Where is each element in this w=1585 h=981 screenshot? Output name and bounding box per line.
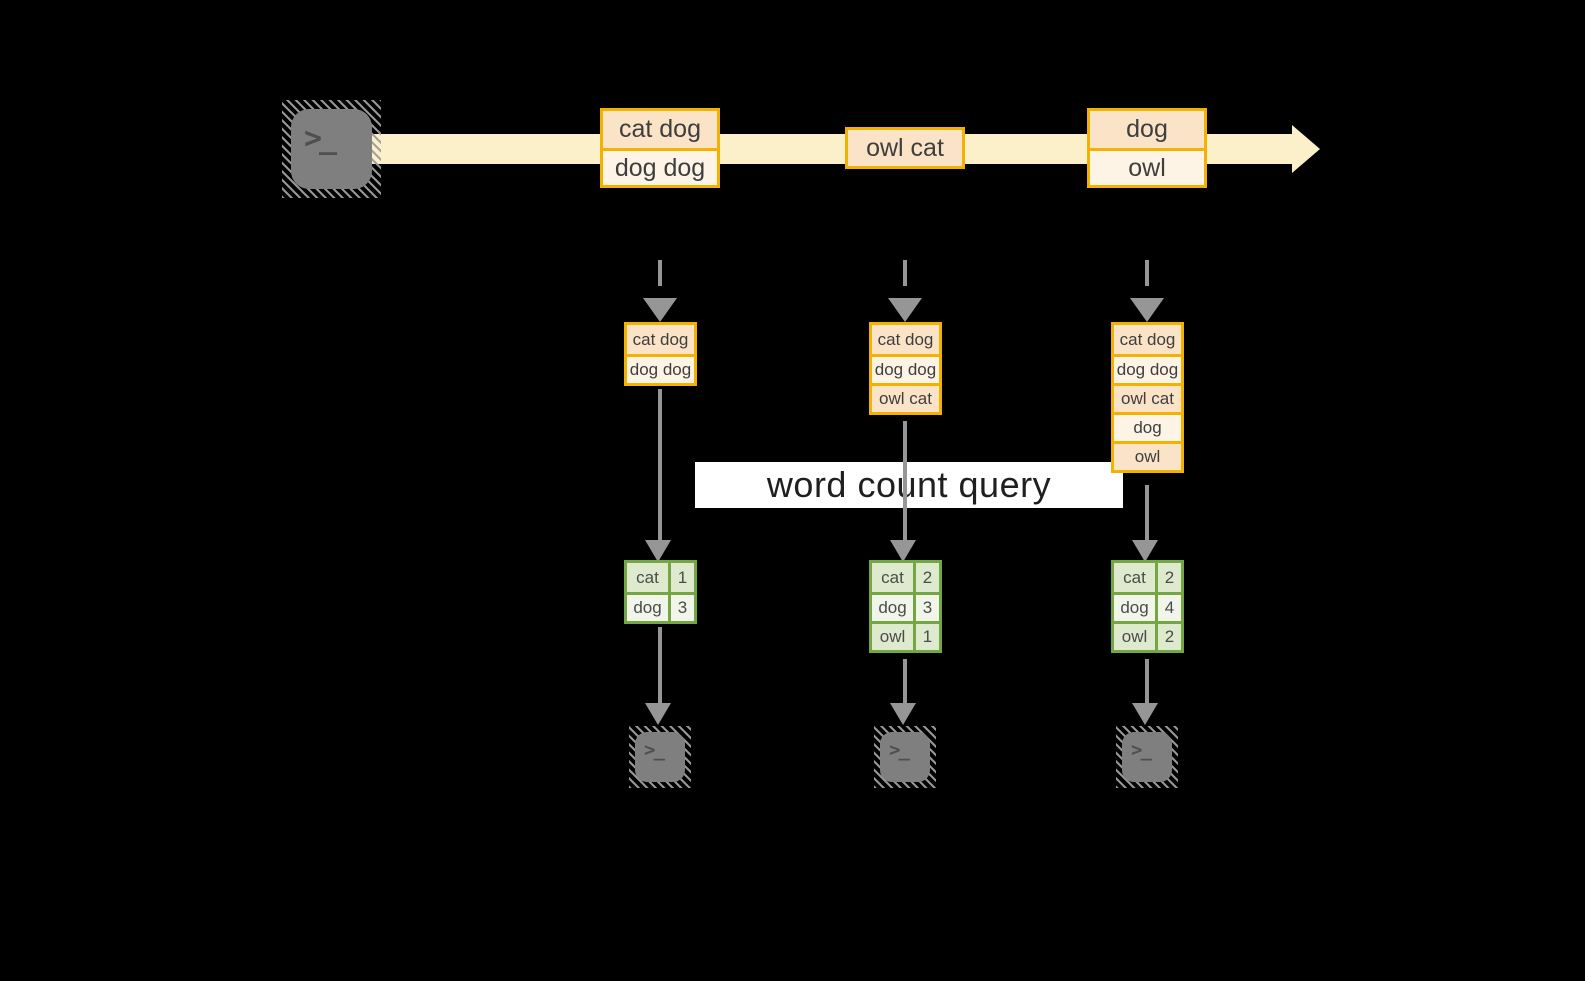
count-row: dog 3: [872, 592, 939, 621]
buffer-stack: cat dog dog dog owl cat dog owl: [1111, 322, 1184, 473]
count-value-cell: 2: [1158, 624, 1181, 650]
ingest-arrow-head: [643, 298, 677, 322]
count-word-cell: owl: [872, 624, 916, 650]
stream-batch: owl cat: [845, 127, 965, 169]
count-value-cell: 3: [671, 595, 694, 621]
count-row: cat 2: [1114, 563, 1181, 592]
batch-cell: cat dog: [603, 111, 717, 148]
count-row: owl 1: [872, 621, 939, 650]
ingest-arrow-line: [903, 260, 907, 298]
buffer-cell: cat dog: [872, 325, 939, 354]
query-label: word count query: [766, 464, 1052, 505]
count-value-cell: 2: [1158, 563, 1181, 592]
terminal-body: >_: [1122, 732, 1172, 782]
output-terminal-icon: >_: [629, 726, 691, 788]
count-row: dog 4: [1114, 592, 1181, 621]
output-terminal-icon: >_: [874, 726, 936, 788]
flow-arrow-head: [890, 540, 916, 562]
output-arrow-head: [645, 703, 671, 725]
count-value-cell: 1: [916, 624, 939, 650]
count-word-cell: owl: [1114, 624, 1158, 650]
ingest-arrow-head: [1130, 298, 1164, 322]
terminal-body: >_: [291, 109, 372, 189]
buffer-cell: owl cat: [1114, 383, 1181, 412]
buffer-cell: cat dog: [1114, 325, 1181, 354]
query-banner: word count query: [695, 462, 1123, 508]
count-row: dog 3: [627, 592, 694, 621]
buffer-cell: dog dog: [1114, 354, 1181, 383]
count-word-cell: dog: [627, 595, 671, 621]
count-row: owl 2: [1114, 621, 1181, 650]
count-value-cell: 2: [916, 563, 939, 592]
batch-cell: dog: [1090, 111, 1204, 148]
count-table: cat 2 dog 3 owl 1: [869, 560, 942, 653]
count-word-cell: cat: [1114, 563, 1158, 592]
output-arrow-line: [903, 659, 907, 703]
stream-batch: cat dog dog dog: [600, 108, 720, 188]
count-row: cat 2: [872, 563, 939, 592]
terminal-body: >_: [635, 732, 685, 782]
buffer-cell: owl cat: [872, 383, 939, 412]
output-terminal-icon: >_: [1116, 726, 1178, 788]
output-arrow-line: [1145, 659, 1149, 703]
stream-batch: dog owl: [1087, 108, 1207, 188]
batch-cell: dog dog: [603, 148, 717, 185]
count-value-cell: 1: [671, 563, 694, 592]
count-word-cell: dog: [1114, 595, 1158, 621]
count-table: cat 2 dog 4 owl 2: [1111, 560, 1184, 653]
terminal-prompt-icon: >_: [1131, 739, 1152, 761]
count-word-cell: cat: [627, 563, 671, 592]
count-row: cat 1: [627, 563, 694, 592]
count-value-cell: 3: [916, 595, 939, 621]
count-word-cell: cat: [872, 563, 916, 592]
count-table: cat 1 dog 3: [624, 560, 697, 624]
buffer-cell: dog dog: [627, 354, 694, 383]
flow-arrow-head: [645, 540, 671, 562]
buffer-cell: dog: [1114, 412, 1181, 441]
batch-cell: owl: [1090, 148, 1204, 185]
terminal-prompt-icon: >_: [644, 739, 665, 761]
terminal-prompt-icon: >_: [889, 739, 910, 761]
terminal-prompt-icon: >_: [304, 121, 337, 156]
output-arrow-head: [890, 703, 916, 725]
buffer-cell: owl: [1114, 441, 1181, 470]
ingest-arrow-line: [1145, 260, 1149, 298]
ingest-arrow-line: [658, 260, 662, 298]
flow-arrow-line: [658, 389, 662, 540]
ingest-arrow-head: [888, 298, 922, 322]
flow-arrow-head: [1132, 540, 1158, 562]
count-word-cell: dog: [872, 595, 916, 621]
buffer-stack: cat dog dog dog owl cat: [869, 322, 942, 415]
output-arrow-line: [658, 627, 662, 703]
count-value-cell: 4: [1158, 595, 1181, 621]
buffer-cell: dog dog: [872, 354, 939, 383]
stream-arrow-head: [1292, 125, 1320, 173]
terminal-body: >_: [880, 732, 930, 782]
buffer-cell: cat dog: [627, 325, 694, 354]
flow-arrow-line: [903, 421, 907, 540]
output-arrow-head: [1132, 703, 1158, 725]
batch-cell: owl cat: [848, 130, 962, 166]
buffer-stack: cat dog dog dog: [624, 322, 697, 386]
source-terminal-icon: >_: [282, 100, 381, 198]
flow-arrow-line: [1145, 485, 1149, 540]
